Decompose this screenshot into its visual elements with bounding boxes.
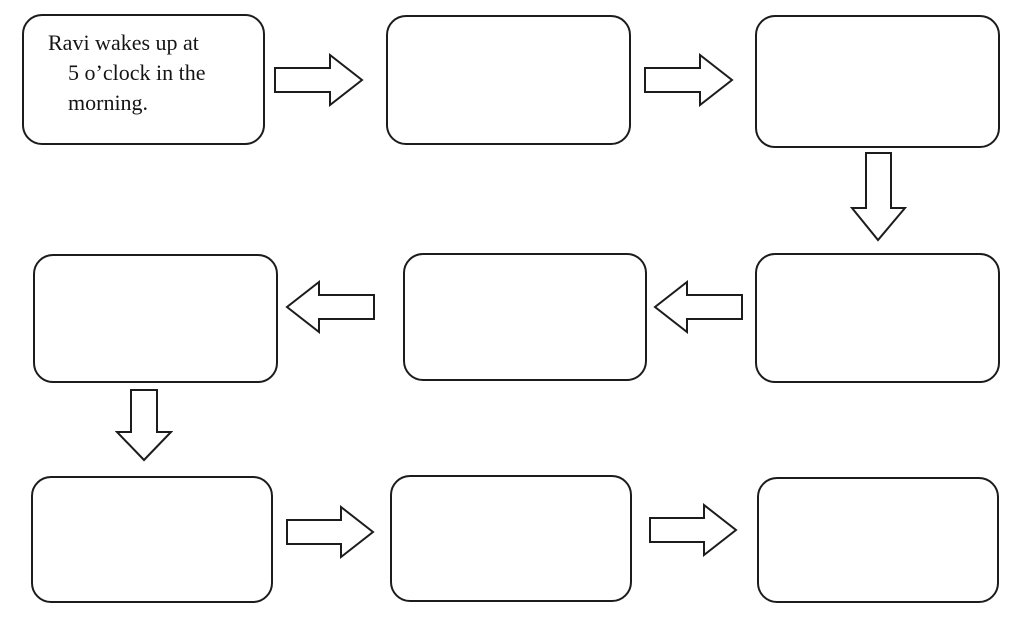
flow-box-2 <box>386 15 631 145</box>
flow-box-7-text <box>33 478 271 490</box>
arrow-box5-to-box6-left-icon <box>285 280 375 334</box>
flow-box-9-text <box>759 479 997 491</box>
flow-box-1-text: Ravi wakes up at 5 o’clock in the mornin… <box>48 30 206 115</box>
flow-box-4 <box>755 253 1000 383</box>
flow-box-5-text <box>405 255 645 267</box>
arrow-box3-to-box4-down-icon <box>850 152 907 242</box>
flow-box-8 <box>390 475 632 602</box>
flow-box-7 <box>31 476 273 603</box>
flow-box-8-text <box>392 477 630 489</box>
arrow-box6-to-box7-down-icon <box>115 389 173 462</box>
flow-box-3 <box>755 15 1000 148</box>
flow-box-5 <box>403 253 647 381</box>
arrow-box7-to-box8-right-icon <box>286 505 375 559</box>
flow-box-6-text <box>35 256 276 268</box>
arrow-box4-to-box5-left-icon <box>653 280 743 334</box>
arrow-box8-to-box9-right-icon <box>649 503 738 557</box>
flow-box-2-text <box>388 17 629 29</box>
arrow-box1-to-box2-right-icon <box>274 53 364 107</box>
flow-box-1: Ravi wakes up at 5 o’clock in the mornin… <box>22 14 265 145</box>
flow-box-3-text <box>757 17 998 29</box>
flow-box-6 <box>33 254 278 383</box>
flow-box-4-text <box>757 255 998 267</box>
arrow-box2-to-box3-right-icon <box>644 53 734 107</box>
flow-box-9 <box>757 477 999 603</box>
